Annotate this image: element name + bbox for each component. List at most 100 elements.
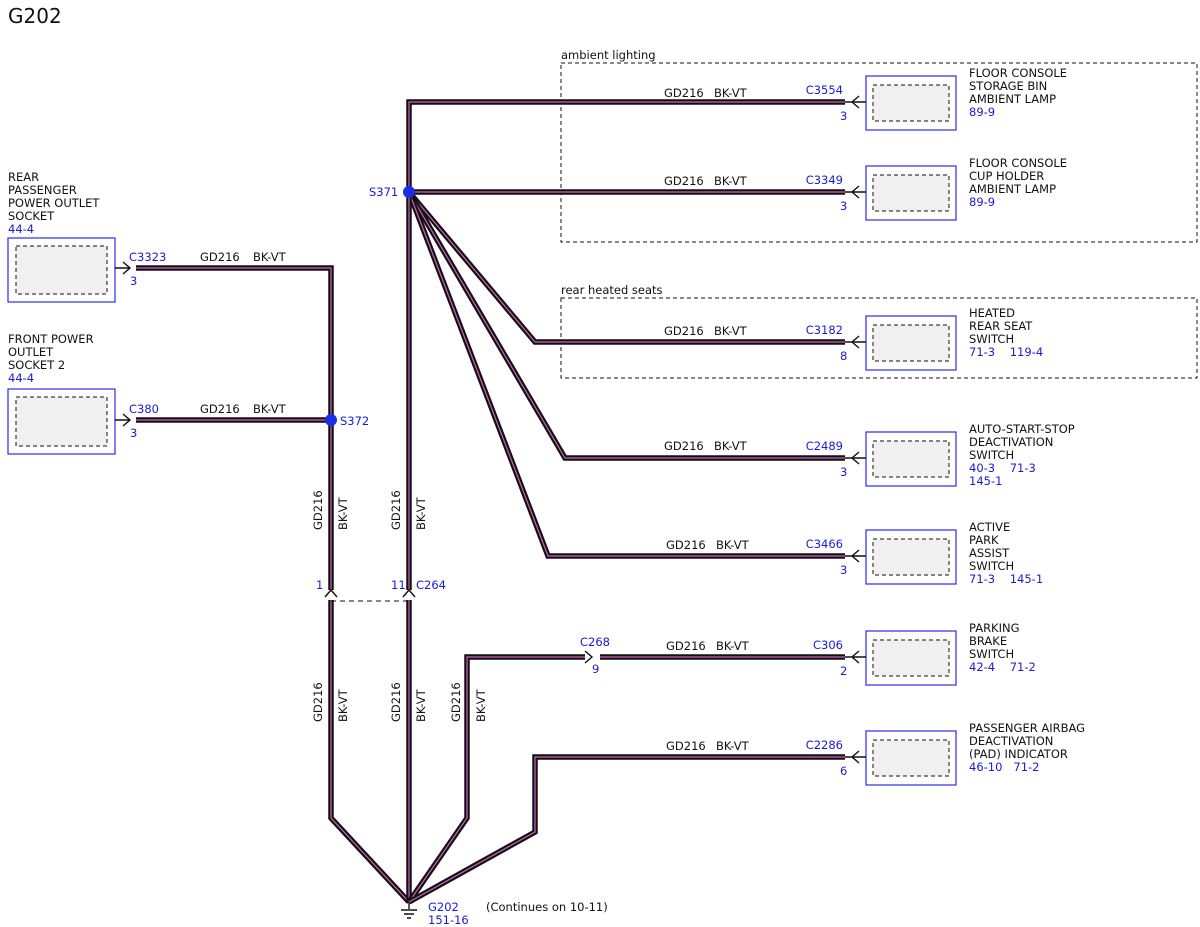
wire-label-circuit: GD216 bbox=[664, 174, 704, 188]
wire-label-color: BK-VT bbox=[474, 688, 488, 722]
component-name: SWITCH bbox=[969, 559, 1014, 573]
component-inner bbox=[872, 174, 950, 212]
wire-label-circuit: GD216 bbox=[311, 682, 325, 722]
ground-ref: 151-16 bbox=[428, 913, 469, 927]
component-inner bbox=[872, 538, 950, 576]
connector-label: C3466 bbox=[806, 537, 843, 551]
ground-label: G202 bbox=[428, 900, 459, 914]
component-name: PASSENGER bbox=[8, 183, 77, 197]
ground-g202: G202 151-16 (Continues on 10-11) bbox=[401, 900, 608, 927]
connector-label: C3323 bbox=[129, 250, 166, 264]
wire-label-circuit: GD216 bbox=[666, 739, 706, 753]
component-ref: 42-4 71-2 bbox=[969, 660, 1036, 674]
wire-label-circuit: GD216 bbox=[664, 324, 704, 338]
wire-label-color: BK-VT bbox=[253, 402, 287, 416]
component-inner bbox=[872, 739, 950, 777]
wire-label-circuit: GD216 bbox=[664, 439, 704, 453]
connector-label: C2489 bbox=[806, 439, 843, 453]
component-name: FLOOR CONSOLE bbox=[969, 66, 1067, 80]
wire-label-color: BK-VT bbox=[714, 324, 748, 338]
ground-continuation-note: (Continues on 10-11) bbox=[486, 900, 608, 914]
wire-c2286-ground bbox=[407, 754, 845, 905]
component-box bbox=[7, 388, 116, 455]
wire-label-color: BK-VT bbox=[714, 439, 748, 453]
wires bbox=[136, 99, 845, 905]
component-rear-passenger-power-outlet: REAR PASSENGER POWER OUTLET SOCKET 44-4 … bbox=[7, 170, 166, 303]
connector-pin: 3 bbox=[840, 563, 847, 577]
connector-arrow bbox=[845, 95, 866, 109]
component-ref: 71-3 145-1 bbox=[969, 572, 1043, 586]
component-inner bbox=[15, 245, 108, 295]
wire-s371-top bbox=[406, 99, 845, 192]
component-inner bbox=[872, 324, 950, 362]
wire-label-circuit: GD216 bbox=[311, 490, 325, 530]
ambient-lighting-group-label: ambient lighting bbox=[561, 48, 656, 62]
connector-label: C3349 bbox=[806, 173, 843, 187]
connector-pin: 3 bbox=[840, 109, 847, 123]
ambient-lighting-group bbox=[560, 62, 1198, 243]
wire-label-color: BK-VT bbox=[716, 739, 750, 753]
splice-s371 bbox=[403, 186, 415, 198]
connector-label: C3182 bbox=[806, 323, 843, 337]
component-ref: 44-4 bbox=[8, 222, 34, 236]
component-inner bbox=[872, 639, 950, 677]
wire-s371-c2489 bbox=[406, 190, 845, 461]
component-name: AUTO-START-STOP bbox=[969, 422, 1075, 436]
page-title: G202 bbox=[8, 4, 62, 28]
wire-c3323 bbox=[136, 265, 334, 420]
component-name: ACTIVE bbox=[969, 520, 1010, 534]
component-ref: 89-9 bbox=[969, 105, 995, 119]
connector-arrow bbox=[845, 335, 866, 349]
component-name: AMBIENT LAMP bbox=[969, 182, 1056, 196]
component-name: SOCKET 2 bbox=[8, 358, 65, 372]
wire-label-color: BK-VT bbox=[336, 688, 350, 722]
connector-pin: 3 bbox=[130, 274, 137, 288]
wire-c264-pin1-ground bbox=[328, 600, 412, 904]
component-ref: 40-3 71-3 bbox=[969, 461, 1036, 475]
component-name: SWITCH bbox=[969, 448, 1014, 462]
component-box bbox=[7, 237, 116, 303]
wire-s371-c3466 bbox=[406, 191, 845, 559]
component-name: ASSIST bbox=[969, 546, 1010, 560]
component-inner bbox=[872, 84, 950, 122]
component-box bbox=[865, 165, 957, 221]
component-name: DEACTIVATION bbox=[969, 734, 1053, 748]
splice-s371-label: S371 bbox=[369, 185, 398, 199]
component-name: CUP HOLDER bbox=[969, 169, 1044, 183]
component-name: STORAGE BIN bbox=[969, 79, 1047, 93]
wire-label-circuit: GD216 bbox=[666, 538, 706, 552]
component-name: REAR SEAT bbox=[969, 319, 1033, 333]
c264-label: C264 bbox=[416, 578, 446, 592]
component-box bbox=[865, 75, 957, 131]
component-auto-start-stop-switch: C24893AUTO-START-STOPDEACTIVATIONSWITCH4… bbox=[806, 422, 1075, 488]
component-name: PASSENGER AIRBAG bbox=[969, 721, 1085, 735]
wire-c268-ground bbox=[406, 654, 585, 904]
splice-s372-label: S372 bbox=[340, 414, 369, 428]
component-ref: 46-10 71-2 bbox=[969, 760, 1039, 774]
component-name: BRAKE bbox=[969, 634, 1007, 648]
c268-pin: 9 bbox=[592, 662, 599, 676]
component-inner bbox=[15, 396, 108, 447]
connector-arrow bbox=[845, 549, 866, 563]
wire-label-circuit: GD216 bbox=[664, 86, 704, 100]
wire-label-color: BK-VT bbox=[716, 538, 750, 552]
component-name: (PAD) INDICATOR bbox=[969, 747, 1068, 761]
connector-arrow bbox=[845, 650, 866, 664]
wire-label-color: BK-VT bbox=[716, 639, 750, 653]
connector-label: C380 bbox=[129, 402, 159, 416]
component-name: OUTLET bbox=[8, 345, 54, 359]
component-name: FLOOR CONSOLE bbox=[969, 156, 1067, 170]
rear-heated-seats-group bbox=[560, 297, 1198, 379]
component-ref: 44-4 bbox=[8, 371, 34, 385]
wire-label-color: BK-VT bbox=[336, 496, 350, 530]
connector-pin: 3 bbox=[130, 426, 137, 440]
connector-arrow bbox=[845, 185, 866, 199]
connector-pin: 3 bbox=[840, 465, 847, 479]
connector-pin: 6 bbox=[840, 764, 847, 778]
connector-arrow bbox=[845, 451, 866, 465]
wire-label-color: BK-VT bbox=[253, 250, 287, 264]
